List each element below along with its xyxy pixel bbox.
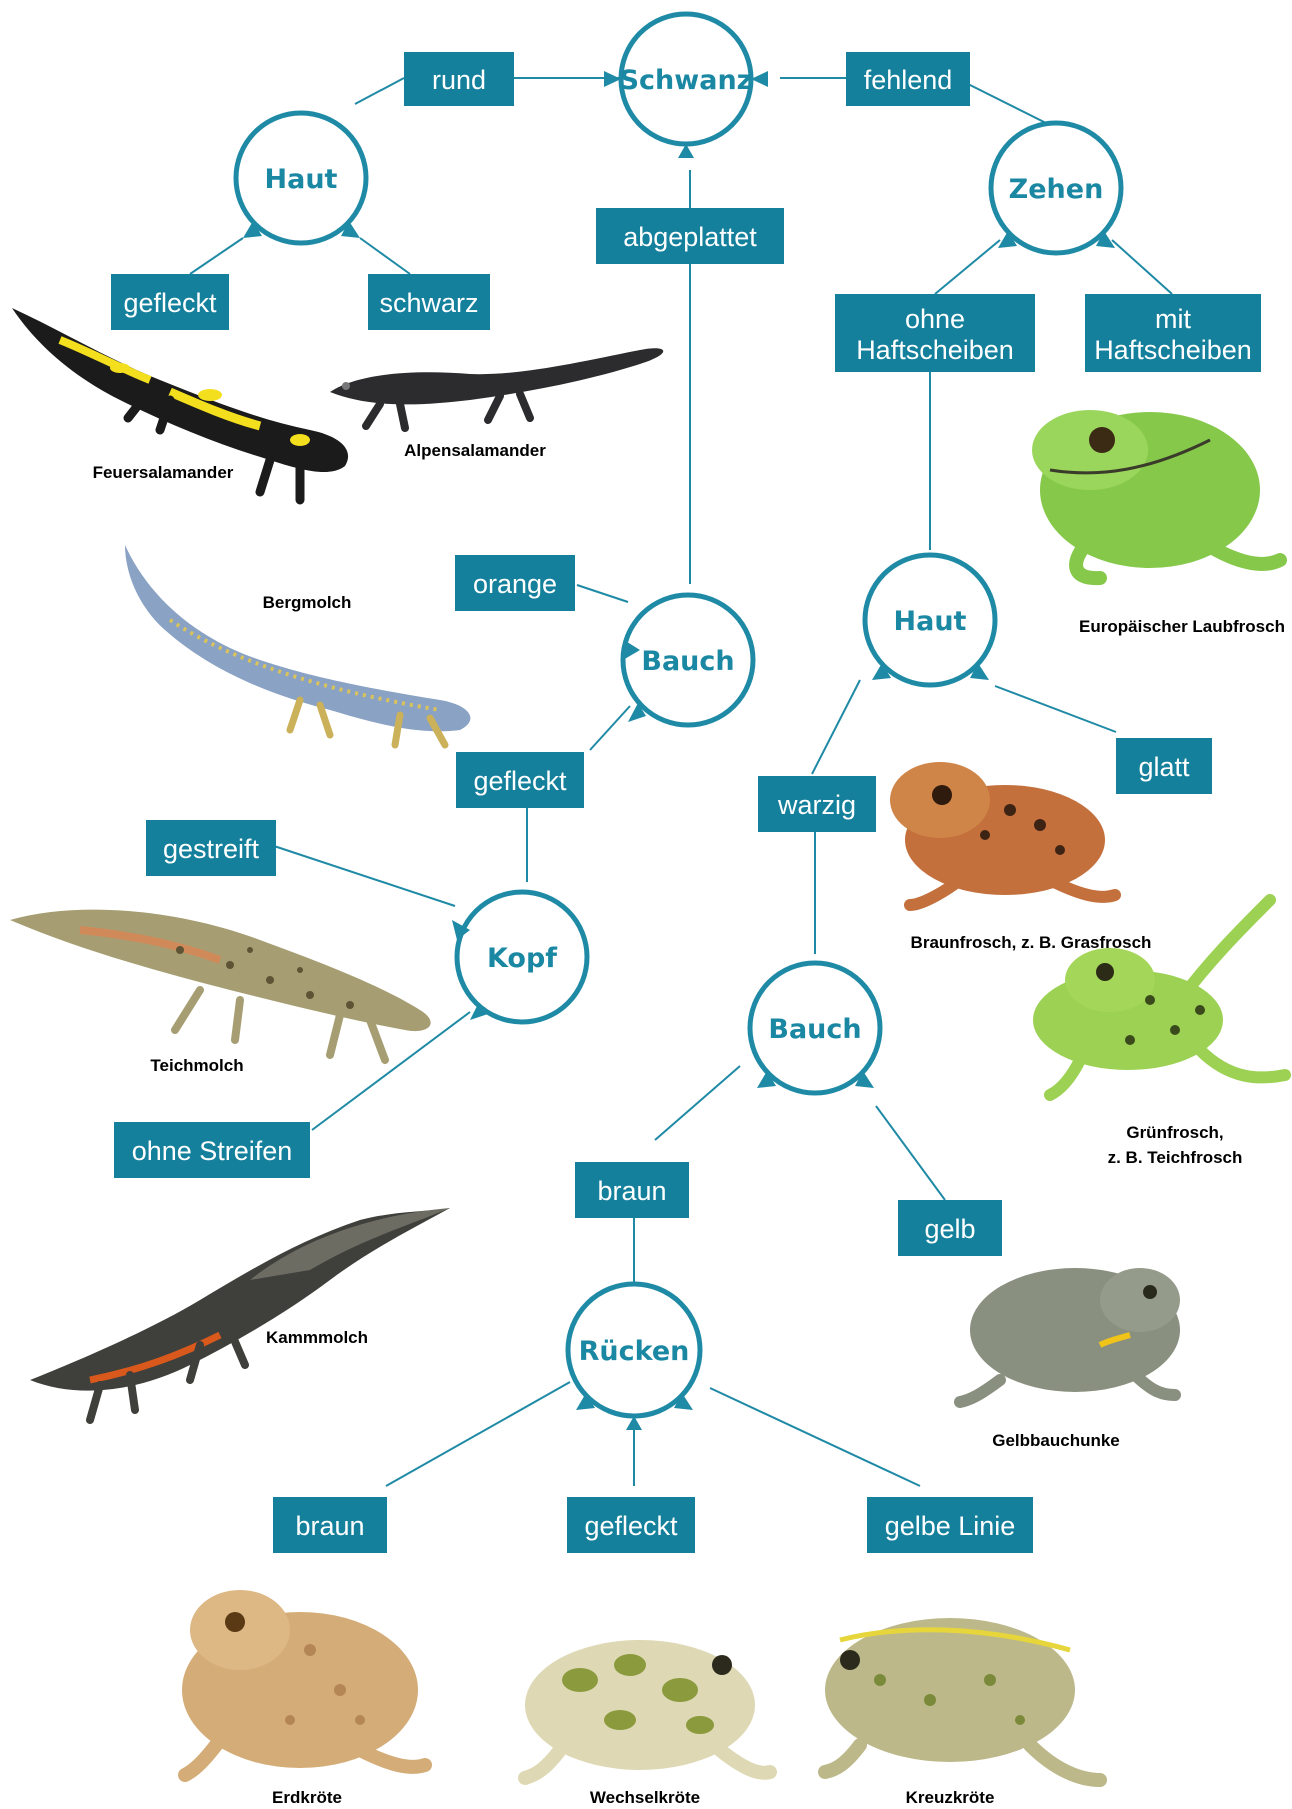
feuersalamander-image — [12, 308, 349, 505]
node-haut-right-label: Haut — [894, 606, 967, 637]
node-kopf: Kopf — [452, 889, 590, 1025]
label-braun-ruecken: braun — [273, 1497, 387, 1553]
svg-text:abgeplattet: abgeplattet — [623, 222, 757, 252]
label-glatt: glatt — [1116, 738, 1212, 794]
label-schwarz: schwarz — [368, 274, 490, 330]
node-bauch-right-label: Bauch — [768, 1014, 861, 1045]
caption-wechselkroete: Wechselkröte — [590, 1788, 700, 1807]
node-kopf-label: Kopf — [487, 943, 557, 974]
label-ohne-streifen: ohne Streifen — [114, 1122, 310, 1178]
node-bauch-right: Bauch — [747, 960, 883, 1096]
braunfrosch-image — [890, 762, 1121, 911]
svg-text:ohne Streifen: ohne Streifen — [132, 1136, 293, 1166]
label-braun-bauch: braun — [575, 1162, 689, 1218]
label-gelb: gelb — [898, 1200, 1002, 1256]
label-gefleckt-bauch: gefleckt — [456, 752, 584, 808]
svg-text:gefleckt: gefleckt — [473, 766, 567, 796]
svg-text:gelb: gelb — [924, 1214, 975, 1244]
svg-text:warzig: warzig — [777, 790, 856, 820]
label-orange: orange — [455, 555, 575, 611]
node-schwanz-label: Schwanz — [620, 65, 753, 96]
connectors — [189, 77, 1173, 1487]
caption-braunfrosch: Braunfrosch, z. B. Grasfrosch — [911, 933, 1152, 952]
gruenfrosch-image — [1033, 894, 1291, 1101]
gelbbauchunke-image — [954, 1268, 1181, 1408]
label-gefleckt-ruecken: gefleckt — [567, 1497, 695, 1553]
bergmolch-image — [125, 545, 471, 749]
node-bauch-mid-label: Bauch — [641, 646, 734, 677]
caption-feuersalamander: Feuersalamander — [93, 463, 234, 482]
svg-text:Haftscheiben: Haftscheiben — [856, 335, 1014, 365]
caption-gelbbauchunke: Gelbbauchunke — [992, 1431, 1120, 1450]
svg-text:braun: braun — [597, 1176, 666, 1206]
svg-text:gestreift: gestreift — [163, 834, 260, 864]
node-bauch-mid: Bauch — [620, 592, 756, 728]
caption-bergmolch: Bergmolch — [263, 593, 352, 612]
svg-text:fehlend: fehlend — [864, 65, 953, 95]
caption-alpensalamander: Alpensalamander — [404, 441, 546, 460]
label-mit-haftscheiben: mit Haftscheiben — [1085, 294, 1261, 372]
caption-kammmolch: Kammmolch — [266, 1328, 368, 1347]
caption-erdkroete: Erdkröte — [272, 1788, 342, 1807]
svg-text:orange: orange — [473, 569, 557, 599]
wechselkroete-image — [518, 1640, 777, 1785]
node-ruecken-label: Rücken — [579, 1336, 690, 1367]
caption-gruenfrosch-line1: Grünfrosch, — [1126, 1123, 1223, 1142]
node-haut-left-label: Haut — [265, 164, 338, 195]
svg-text:schwarz: schwarz — [379, 288, 478, 318]
label-gelbe-linie: gelbe Linie — [867, 1497, 1033, 1553]
node-haut-left: Haut — [233, 110, 369, 246]
label-fehlend: fehlend — [846, 52, 970, 106]
caption-laubfrosch: Europäischer Laubfrosch — [1079, 617, 1285, 636]
svg-text:gefleckt: gefleckt — [584, 1511, 678, 1541]
kreuzkroete-image — [818, 1618, 1107, 1787]
node-haut-right: Haut — [862, 552, 998, 688]
caption-kreuzkroete: Kreuzkröte — [906, 1788, 995, 1807]
svg-text:braun: braun — [295, 1511, 364, 1541]
label-gefleckt-haut: gefleckt — [111, 274, 229, 330]
node-ruecken: Rücken — [565, 1281, 703, 1430]
teichmolch-image — [10, 909, 431, 1064]
caption-teichmolch: Teichmolch — [150, 1056, 243, 1075]
svg-text:ohne: ohne — [905, 304, 965, 334]
svg-text:gelbe Linie: gelbe Linie — [885, 1511, 1016, 1541]
node-schwanz: Schwanz — [604, 11, 768, 158]
label-gestreift: gestreift — [146, 820, 276, 876]
label-rund: rund — [404, 52, 514, 106]
label-ohne-haftscheiben: ohne Haftscheiben — [835, 294, 1035, 372]
laubfrosch-image — [1032, 410, 1287, 586]
label-warzig: warzig — [758, 776, 876, 832]
svg-text:gefleckt: gefleckt — [123, 288, 217, 318]
svg-text:Haftscheiben: Haftscheiben — [1094, 335, 1252, 365]
erdkroete-image — [178, 1590, 432, 1782]
node-zehen-label: Zehen — [1009, 174, 1104, 205]
svg-text:glatt: glatt — [1138, 752, 1190, 782]
alpensalamander-image — [330, 348, 664, 432]
label-abgeplattet: abgeplattet — [596, 208, 784, 264]
svg-text:mit: mit — [1155, 304, 1191, 334]
caption-gruenfrosch-line2: z. B. Teichfrosch — [1108, 1148, 1243, 1167]
svg-text:rund: rund — [432, 65, 486, 95]
node-zehen: Zehen — [988, 120, 1124, 256]
kammmolch-image — [30, 1208, 450, 1424]
